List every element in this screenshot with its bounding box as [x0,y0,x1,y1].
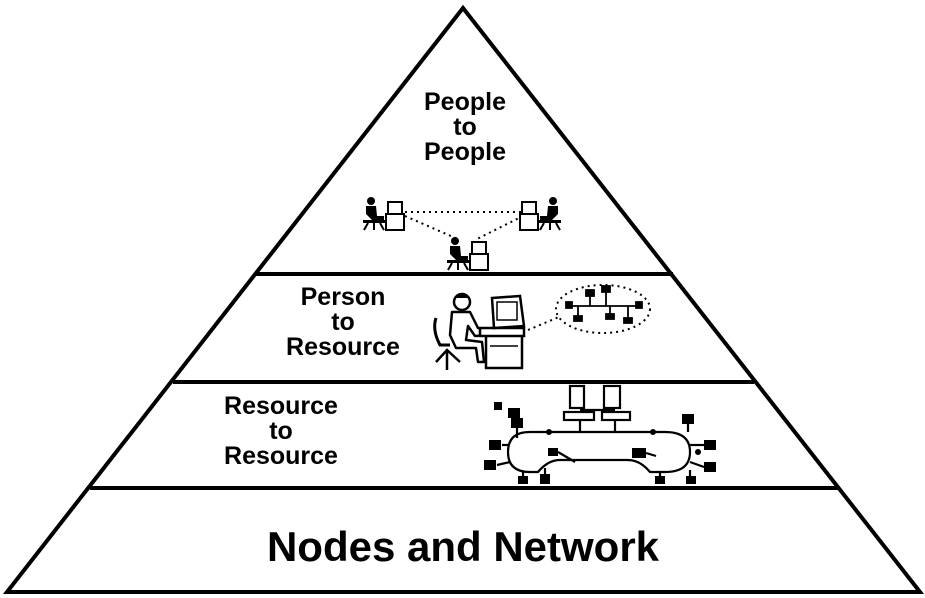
user-workstation-icon [519,197,561,231]
tier-label-line: People [424,88,506,116]
tier-resource-to-resource-label: Resource to Resource [196,394,366,469]
tier-label-line: Nodes and Network [266,523,660,570]
tier-person-to-resource-label: Person to Resource [268,285,418,360]
people-network-icon [363,197,561,271]
tier-label-line: Person [300,283,386,311]
user-workstation-icon [447,237,489,271]
tier-people-to-people-label: People to People [395,90,535,165]
computer-network-icon [484,384,716,484]
tier-label-line: to [331,308,355,336]
tier-label-line: People [424,138,506,166]
tier-label-line: Resource [224,392,338,420]
tier-label-line: to [269,417,293,445]
tier-nodes-and-network-label: Nodes and Network [213,526,713,568]
tier-label-line: Resource [286,333,400,361]
tier-label-line: to [453,113,477,141]
tier-label-line: Resource [224,442,338,470]
user-workstation-icon [363,197,405,231]
person-computer-icon [433,284,651,370]
